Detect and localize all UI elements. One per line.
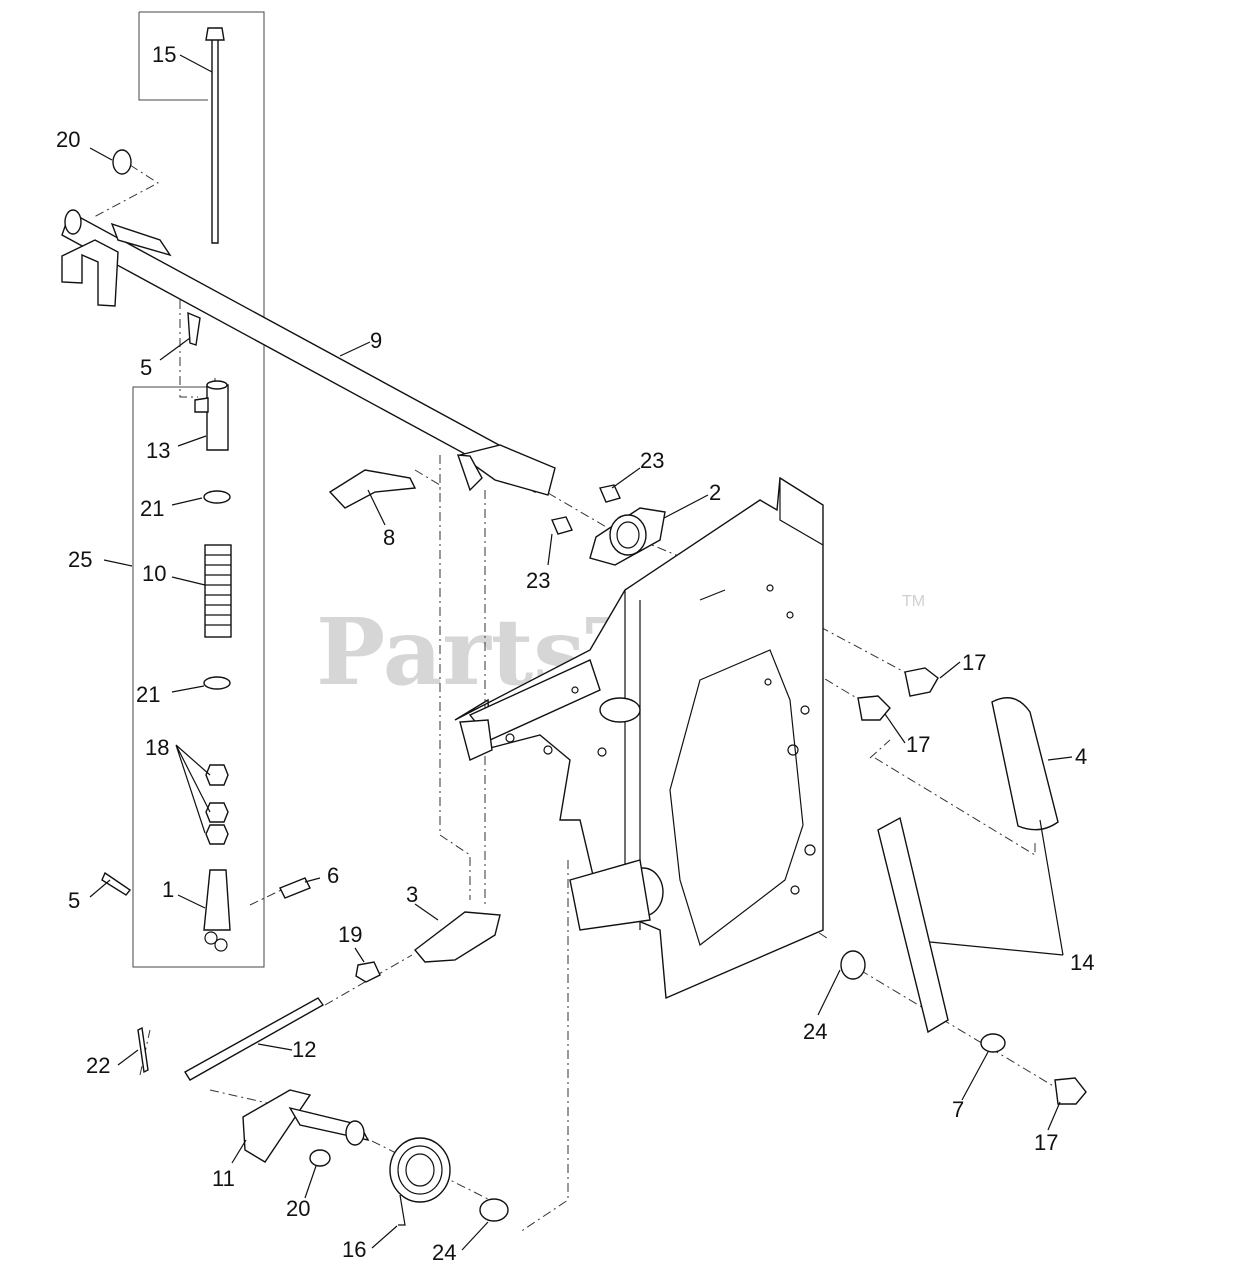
callout-2: 2 xyxy=(709,480,721,505)
callout-18: 18 xyxy=(145,735,169,760)
callout-11: 11 xyxy=(212,1166,235,1191)
clip-5-lower xyxy=(101,871,132,896)
bushing-24-lower xyxy=(479,1198,509,1222)
callout-24-lower: 24 xyxy=(432,1240,456,1265)
washer-7 xyxy=(980,1033,1006,1053)
callout-21-lower: 21 xyxy=(136,682,160,707)
callout-14: 14 xyxy=(1070,950,1094,975)
callout-17-lower: 17 xyxy=(1034,1130,1058,1155)
rod-15 xyxy=(205,27,225,244)
callout-5-lower: 5 xyxy=(68,888,80,913)
callout-16: 16 xyxy=(342,1237,366,1262)
callout-23-lower: 23 xyxy=(526,568,550,593)
callout-1: 1 xyxy=(162,877,174,902)
callout-10: 10 xyxy=(142,561,166,586)
clip-5-upper xyxy=(187,311,201,346)
grip-4 xyxy=(991,697,1059,831)
callout-4: 4 xyxy=(1075,744,1087,769)
callout-13: 13 xyxy=(146,438,170,463)
callout-15: 15 xyxy=(152,42,176,67)
shaft-9 xyxy=(61,209,556,496)
callout-20-upper: 20 xyxy=(56,127,80,152)
watermark-trademark: TM xyxy=(902,593,925,610)
callout-12: 12 xyxy=(292,1037,316,1062)
leader-lines xyxy=(89,54,1073,1251)
callout-17-upper: 17 xyxy=(962,650,986,675)
bolt-17-upper xyxy=(904,667,939,697)
bolt-17-lower xyxy=(1054,1077,1087,1105)
pivot-13 xyxy=(194,380,229,451)
assembly-box-25 xyxy=(132,300,265,968)
bushing-24-upper xyxy=(840,950,866,980)
callout-5-upper: 5 xyxy=(140,355,152,380)
pin-6 xyxy=(279,877,311,899)
pin-22 xyxy=(137,1026,149,1074)
nut-19 xyxy=(355,961,381,983)
callout-24-upper: 24 xyxy=(803,1019,827,1044)
callout-25: 25 xyxy=(68,547,92,572)
mounting-plate xyxy=(454,476,824,1000)
callout-labels: 15 20 9 5 13 21 25 10 21 18 5 1 6 8 23 2… xyxy=(56,42,1094,1265)
bracket-11 xyxy=(242,1089,370,1163)
callout-6: 6 xyxy=(327,863,339,888)
callout-3: 3 xyxy=(406,882,418,907)
nut-23-upper xyxy=(599,484,621,503)
bearing-2 xyxy=(589,507,666,566)
callout-17-middle: 17 xyxy=(906,732,930,757)
spring-stack xyxy=(203,490,232,952)
nut-23-lower xyxy=(551,516,573,535)
callout-7: 7 xyxy=(952,1097,964,1122)
bolt-17-middle xyxy=(857,695,891,721)
lever-14 xyxy=(877,816,949,1034)
callout-22: 22 xyxy=(86,1053,110,1078)
assembly-box-15 xyxy=(138,11,265,455)
callout-8: 8 xyxy=(383,525,395,550)
callout-21-upper: 21 xyxy=(140,496,164,521)
bracket-8 xyxy=(328,469,417,509)
callout-9: 9 xyxy=(370,328,382,353)
rod-12 xyxy=(184,997,325,1081)
spring-16 xyxy=(389,1137,451,1226)
callout-19: 19 xyxy=(338,922,362,947)
clevis-3 xyxy=(413,911,501,963)
washer-20-lower xyxy=(309,1149,331,1167)
callout-20-lower: 20 xyxy=(286,1196,310,1221)
washer-20-upper xyxy=(112,149,132,175)
callout-23-upper: 23 xyxy=(640,448,664,473)
